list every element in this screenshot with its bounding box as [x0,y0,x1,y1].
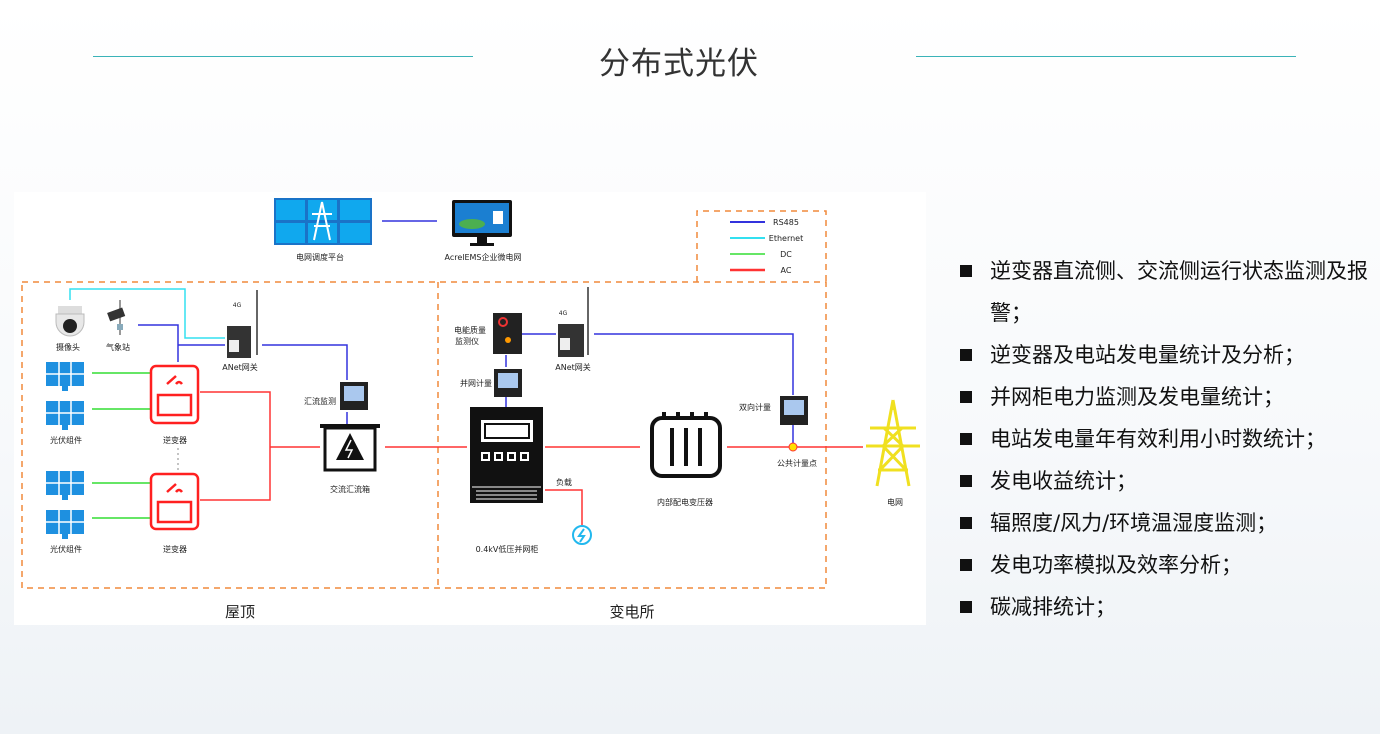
bullet-icon [960,601,972,613]
camera-icon [55,306,85,337]
pq-monitor-label: 电能质量 [454,325,486,335]
feature-item: 发电功率模拟及效率分析； [958,544,1368,586]
pv-panels [46,362,84,539]
inverter-icon [149,472,200,531]
bullet-icon [960,349,972,361]
pv-module-label: 光伏组件 [50,435,82,445]
weather-station-label: 气象站 [106,342,130,352]
combiner-monitor-label: 汇流监测 [304,396,336,406]
feature-item: 逆变器及电站发电量统计及分析； [958,334,1368,376]
inverter-label: 逆变器 [163,544,187,554]
wires [69,220,863,525]
grid-connection-meter-icon [494,369,522,397]
transformer-icon [650,412,722,478]
feature-list: 逆变器直流侧、交流侧运行状态监测及报警； 逆变器及电站发电量统计及分析； 并网柜… [958,250,1368,628]
feature-item: 碳减排统计； [958,586,1368,628]
bullet-icon [960,517,972,529]
transformer-label: 内部配电变压器 [657,497,713,507]
legend: RS485 Ethernet DC AC [730,218,803,275]
grid-dispatch-platform-icon [274,198,372,245]
combiner-meter-icon [340,382,368,410]
ac-combiner-box-icon [320,424,380,472]
legend-rs485: RS485 [773,218,799,227]
power-quality-monitor-icon [493,313,522,354]
inverter-icon [149,364,200,425]
feature-item: 电站发电量年有效利用小时数统计； [958,418,1368,460]
gateway-signal: 4G [233,302,242,309]
grid-label: 电网 [887,497,903,507]
ems-monitor-icon [452,200,512,246]
legend-ethernet: Ethernet [769,234,803,243]
load-label: 负载 [556,477,572,487]
pq-monitor-label: 监测仪 [455,336,479,346]
bullet-icon [960,475,972,487]
anet-gateway-label: ANet网关 [555,362,591,372]
camera-label: 摄像头 [56,342,80,352]
power-tower-icon [866,399,920,487]
cabinet-label: 0.4kV低压并网柜 [476,544,539,554]
feature-item: 辐照度/风力/环境温湿度监测； [958,502,1368,544]
feature-item: 发电收益统计； [958,460,1368,502]
pcc-label: 公共计量点 [777,458,817,468]
bidirectional-meter-label: 双向计量 [739,402,771,412]
grid-meter-label: 并网计量 [460,378,492,388]
zone-label-substation: 变电所 [609,603,654,621]
weather-station-icon [107,300,126,335]
anet-gateway-label: ANet网关 [222,362,258,372]
ac-combiner-box-label: 交流汇流箱 [330,484,370,494]
title-line-right [916,56,1296,57]
bullet-icon [960,559,972,571]
grid-cabinet-icon [470,407,543,503]
gateway-signal: 4G [559,310,568,317]
pv-module-label: 光伏组件 [50,544,82,554]
zone-borders [21,210,827,589]
load-lightning-icon [572,525,592,545]
feature-item: 并网柜电力监测及发电量统计； [958,376,1368,418]
page-title: 分布式光伏 [599,46,759,82]
inverter-label: 逆变器 [163,435,187,445]
bidirectional-meter-icon [780,396,808,425]
legend-dc: DC [780,250,792,259]
grid-dispatch-platform-label: 电网调度平台 [296,252,344,262]
bullet-icon [960,433,972,445]
feature-item: 逆变器直流侧、交流侧运行状态监测及报警； [958,250,1368,334]
zone-label-rooftop: 屋顶 [225,603,255,621]
title-line-left [93,56,473,57]
pcc-point [788,442,798,452]
anet-gateway-icon: 4G [558,287,589,357]
bullet-icon [960,265,972,277]
bullet-icon [960,391,972,403]
legend-ac: AC [781,266,792,275]
anet-gateway-icon: 4G [227,290,258,358]
ems-label: AcrelEMS企业微电网 [444,252,521,262]
